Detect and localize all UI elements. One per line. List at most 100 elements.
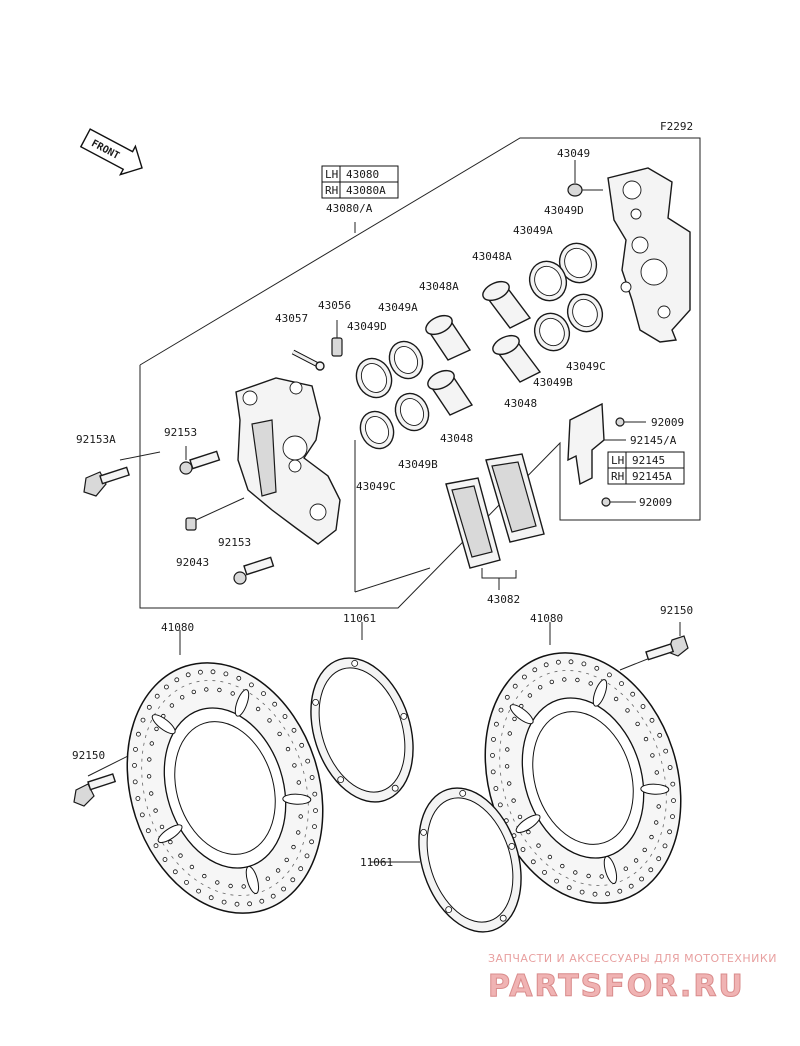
disc-perforation <box>511 798 516 803</box>
disc-perforation <box>309 775 315 780</box>
label-43049a-top: 43049A <box>513 224 553 237</box>
front-arrow-icon: FRONT <box>79 128 143 176</box>
disc-perforation <box>549 679 554 685</box>
disc-perforation <box>154 693 160 699</box>
caliper-bolt-icon <box>83 466 130 497</box>
disc-perforation <box>538 685 543 690</box>
disc-perforation <box>592 891 598 897</box>
disc-perforation <box>139 812 145 818</box>
disc-perforation <box>133 747 138 752</box>
disc-perforation <box>146 774 152 779</box>
disc-perforation <box>223 671 229 677</box>
disc-perforation <box>153 843 159 849</box>
disc-perforation <box>635 721 640 727</box>
disc-slot <box>157 824 183 844</box>
disc-perforation <box>599 874 604 879</box>
disc-perforation <box>298 866 304 872</box>
spacer-bolt-hole <box>337 776 345 783</box>
spacer-bolt-hole <box>400 713 408 720</box>
label-92153-top: 92153 <box>164 426 197 439</box>
caliper-combined: 43080/A <box>326 202 373 215</box>
disc-perforation <box>299 742 305 748</box>
screw-icon <box>615 417 625 427</box>
screw-icon <box>601 497 611 507</box>
disc-perforation <box>607 672 612 678</box>
label-43049c-left: 43049C <box>356 480 396 493</box>
spacer-bolt-hole <box>508 843 516 850</box>
disc-perforation <box>228 883 233 889</box>
disc-perforation <box>623 866 628 871</box>
label-92145-combined: 92145/A <box>630 434 677 447</box>
disc-perforation <box>556 659 561 665</box>
label-43048-left: 43048 <box>440 432 473 445</box>
disc-perforation <box>643 736 649 742</box>
disc-perforation <box>247 901 253 907</box>
disc-perforation <box>217 687 222 693</box>
spacer-bolt-hole <box>312 699 320 706</box>
disc-perforation <box>284 857 289 863</box>
disc-perforation <box>148 791 154 796</box>
disc-perforation <box>135 796 141 801</box>
disc-perforation <box>197 669 203 675</box>
disc-perforation <box>491 737 496 742</box>
label-43048a-top: 43048A <box>472 250 512 263</box>
spacer-bolt-hole <box>459 790 467 797</box>
disc-perforation <box>178 853 183 858</box>
bleeder-cap-icon <box>567 183 583 197</box>
disc-perforation <box>270 893 276 899</box>
disc-spacer-top <box>310 657 414 803</box>
disc-bolt-icon <box>645 635 689 661</box>
pistons-right <box>482 280 542 383</box>
disc-perforation <box>210 669 216 675</box>
pistons-left <box>425 314 474 416</box>
disc-perforation <box>504 694 510 700</box>
disc-perforation <box>149 741 154 746</box>
disc-perforation <box>132 763 137 768</box>
piston-seals-left <box>355 340 430 450</box>
disc-perforation <box>285 746 291 752</box>
caliper-assy-callout: LH 43080 RH 43080A 43080/A <box>321 165 399 215</box>
disc-perforation <box>208 895 214 901</box>
disc-perforation <box>146 704 152 710</box>
disc-perforation <box>493 786 499 791</box>
disc-perforation <box>135 731 141 737</box>
disc-perforation <box>312 824 317 829</box>
bracket-assy-callout: LH 92145 RH 92145A <box>607 451 685 485</box>
label-43049d-mid: 43049D <box>347 320 387 333</box>
disc-perforation <box>530 859 536 865</box>
disc-perforation <box>532 667 538 673</box>
disc-perforation <box>520 847 526 852</box>
disc-perforation <box>512 716 517 722</box>
disc-slot <box>515 814 541 834</box>
disc-perforation <box>277 731 282 737</box>
disc-perforation <box>633 858 639 863</box>
watermark-tagline: ЗАПЧАСТИ И АКСЕССУАРЫ ДЛЯ МОТОТЕХНИКИ <box>488 952 777 965</box>
label-43049d-top: 43049D <box>544 204 584 217</box>
disc-perforation <box>667 765 673 770</box>
disc-perforation <box>654 770 659 775</box>
disc-perforation <box>159 824 165 830</box>
label-43049: 43049 <box>557 147 590 160</box>
disc-perforation <box>588 681 593 686</box>
label-11061-top: 11061 <box>343 612 376 625</box>
disc-perforation <box>667 829 672 835</box>
label-43049c-right: 43049C <box>566 360 606 373</box>
disc-perforation <box>581 661 587 667</box>
disc-slot <box>245 865 260 895</box>
caliper-lh-prefix: LH <box>325 168 338 181</box>
disc-perforation <box>281 886 287 892</box>
disc-perforation <box>309 839 315 845</box>
disc-perforation <box>639 876 644 882</box>
disc-perforation <box>174 677 180 683</box>
disc-perforation <box>145 828 151 834</box>
disc-perforation <box>154 726 159 732</box>
disc-perforation <box>153 808 158 813</box>
disc-perforation <box>628 883 634 889</box>
disc-perforation <box>649 717 655 723</box>
disc-perforation <box>236 675 242 681</box>
disc-perforation <box>304 853 310 859</box>
disc-perforation <box>493 721 499 727</box>
disc-perforation <box>221 899 227 905</box>
disc-perforation <box>490 753 495 758</box>
disc-perforation <box>169 703 175 708</box>
